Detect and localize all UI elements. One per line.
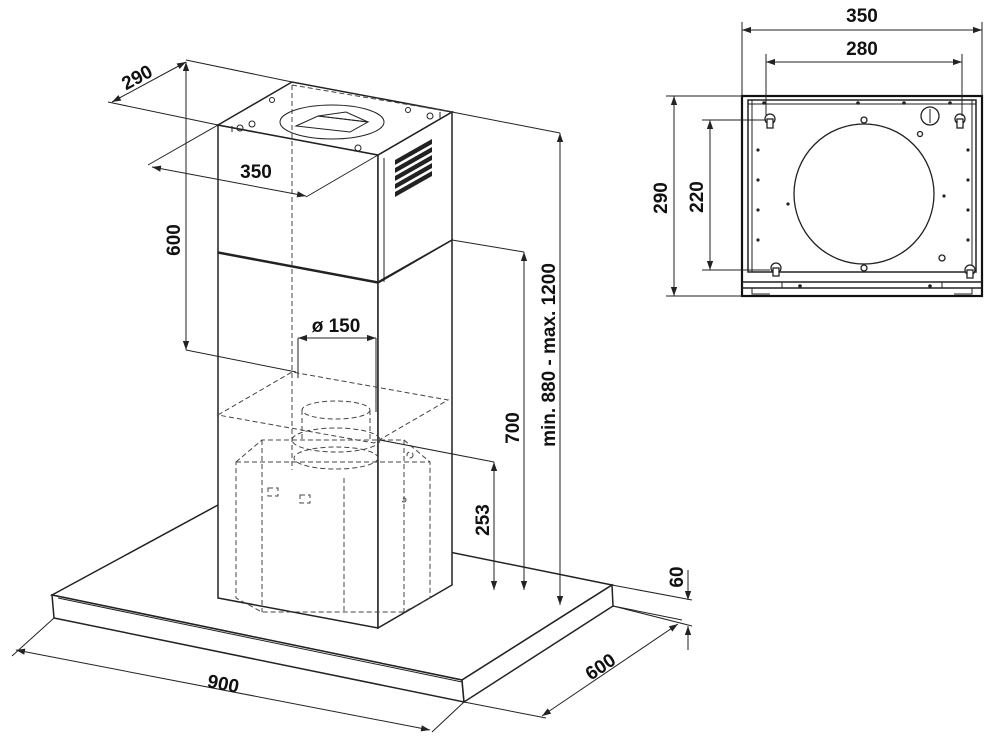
hood-dimension-lines <box>11 59 693 733</box>
dim-total-height: min. 880 - max. 1200 <box>539 263 560 447</box>
bracket-outer-frame <box>740 94 984 298</box>
keyhole-slot-top-right <box>954 113 966 129</box>
dim-outlet-diameter: ø 150 <box>312 316 361 337</box>
dim-canopy-thickness: 60 <box>667 566 688 587</box>
keyhole-slot-bottom-right <box>964 264 976 279</box>
bottom-flange-hooks <box>751 282 973 295</box>
dim-bracket-outer-height: 290 <box>651 182 672 214</box>
keyhole-slot-top-left <box>764 113 776 129</box>
hidden-internals <box>216 84 453 613</box>
dim-canopy-width: 900 <box>205 671 240 698</box>
bracket-dimension-lines <box>666 22 983 297</box>
screw-holes <box>756 101 970 288</box>
vent-grille <box>395 139 432 197</box>
top-mounting-plate <box>231 97 441 152</box>
dim-bracket-hole-spacing-height: 220 <box>687 181 708 213</box>
dim-chimney-lower-height: 700 <box>503 412 524 444</box>
mounting-bracket-top-view: 350 280 290 220 <box>651 6 984 298</box>
dim-chimney-depth: 290 <box>118 61 156 94</box>
dim-chimney-width: 350 <box>240 162 272 183</box>
dim-canopy-depth: 600 <box>582 650 620 685</box>
cable-grommet <box>920 106 940 126</box>
lower-chimney <box>217 238 453 630</box>
dim-motor-height: 253 <box>473 504 494 536</box>
duct-opening <box>793 123 935 265</box>
dim-bracket-outer-width: 350 <box>846 6 878 27</box>
dim-chimney-upper-height: 600 <box>164 224 185 256</box>
upper-chimney <box>215 81 455 284</box>
keyhole-slot-bottom-left <box>770 262 782 277</box>
dim-bracket-hole-spacing-width: 280 <box>846 39 878 60</box>
hood-isometric-view: 290 350 600 ø 150 700 253 min. 880 - max… <box>11 59 693 733</box>
